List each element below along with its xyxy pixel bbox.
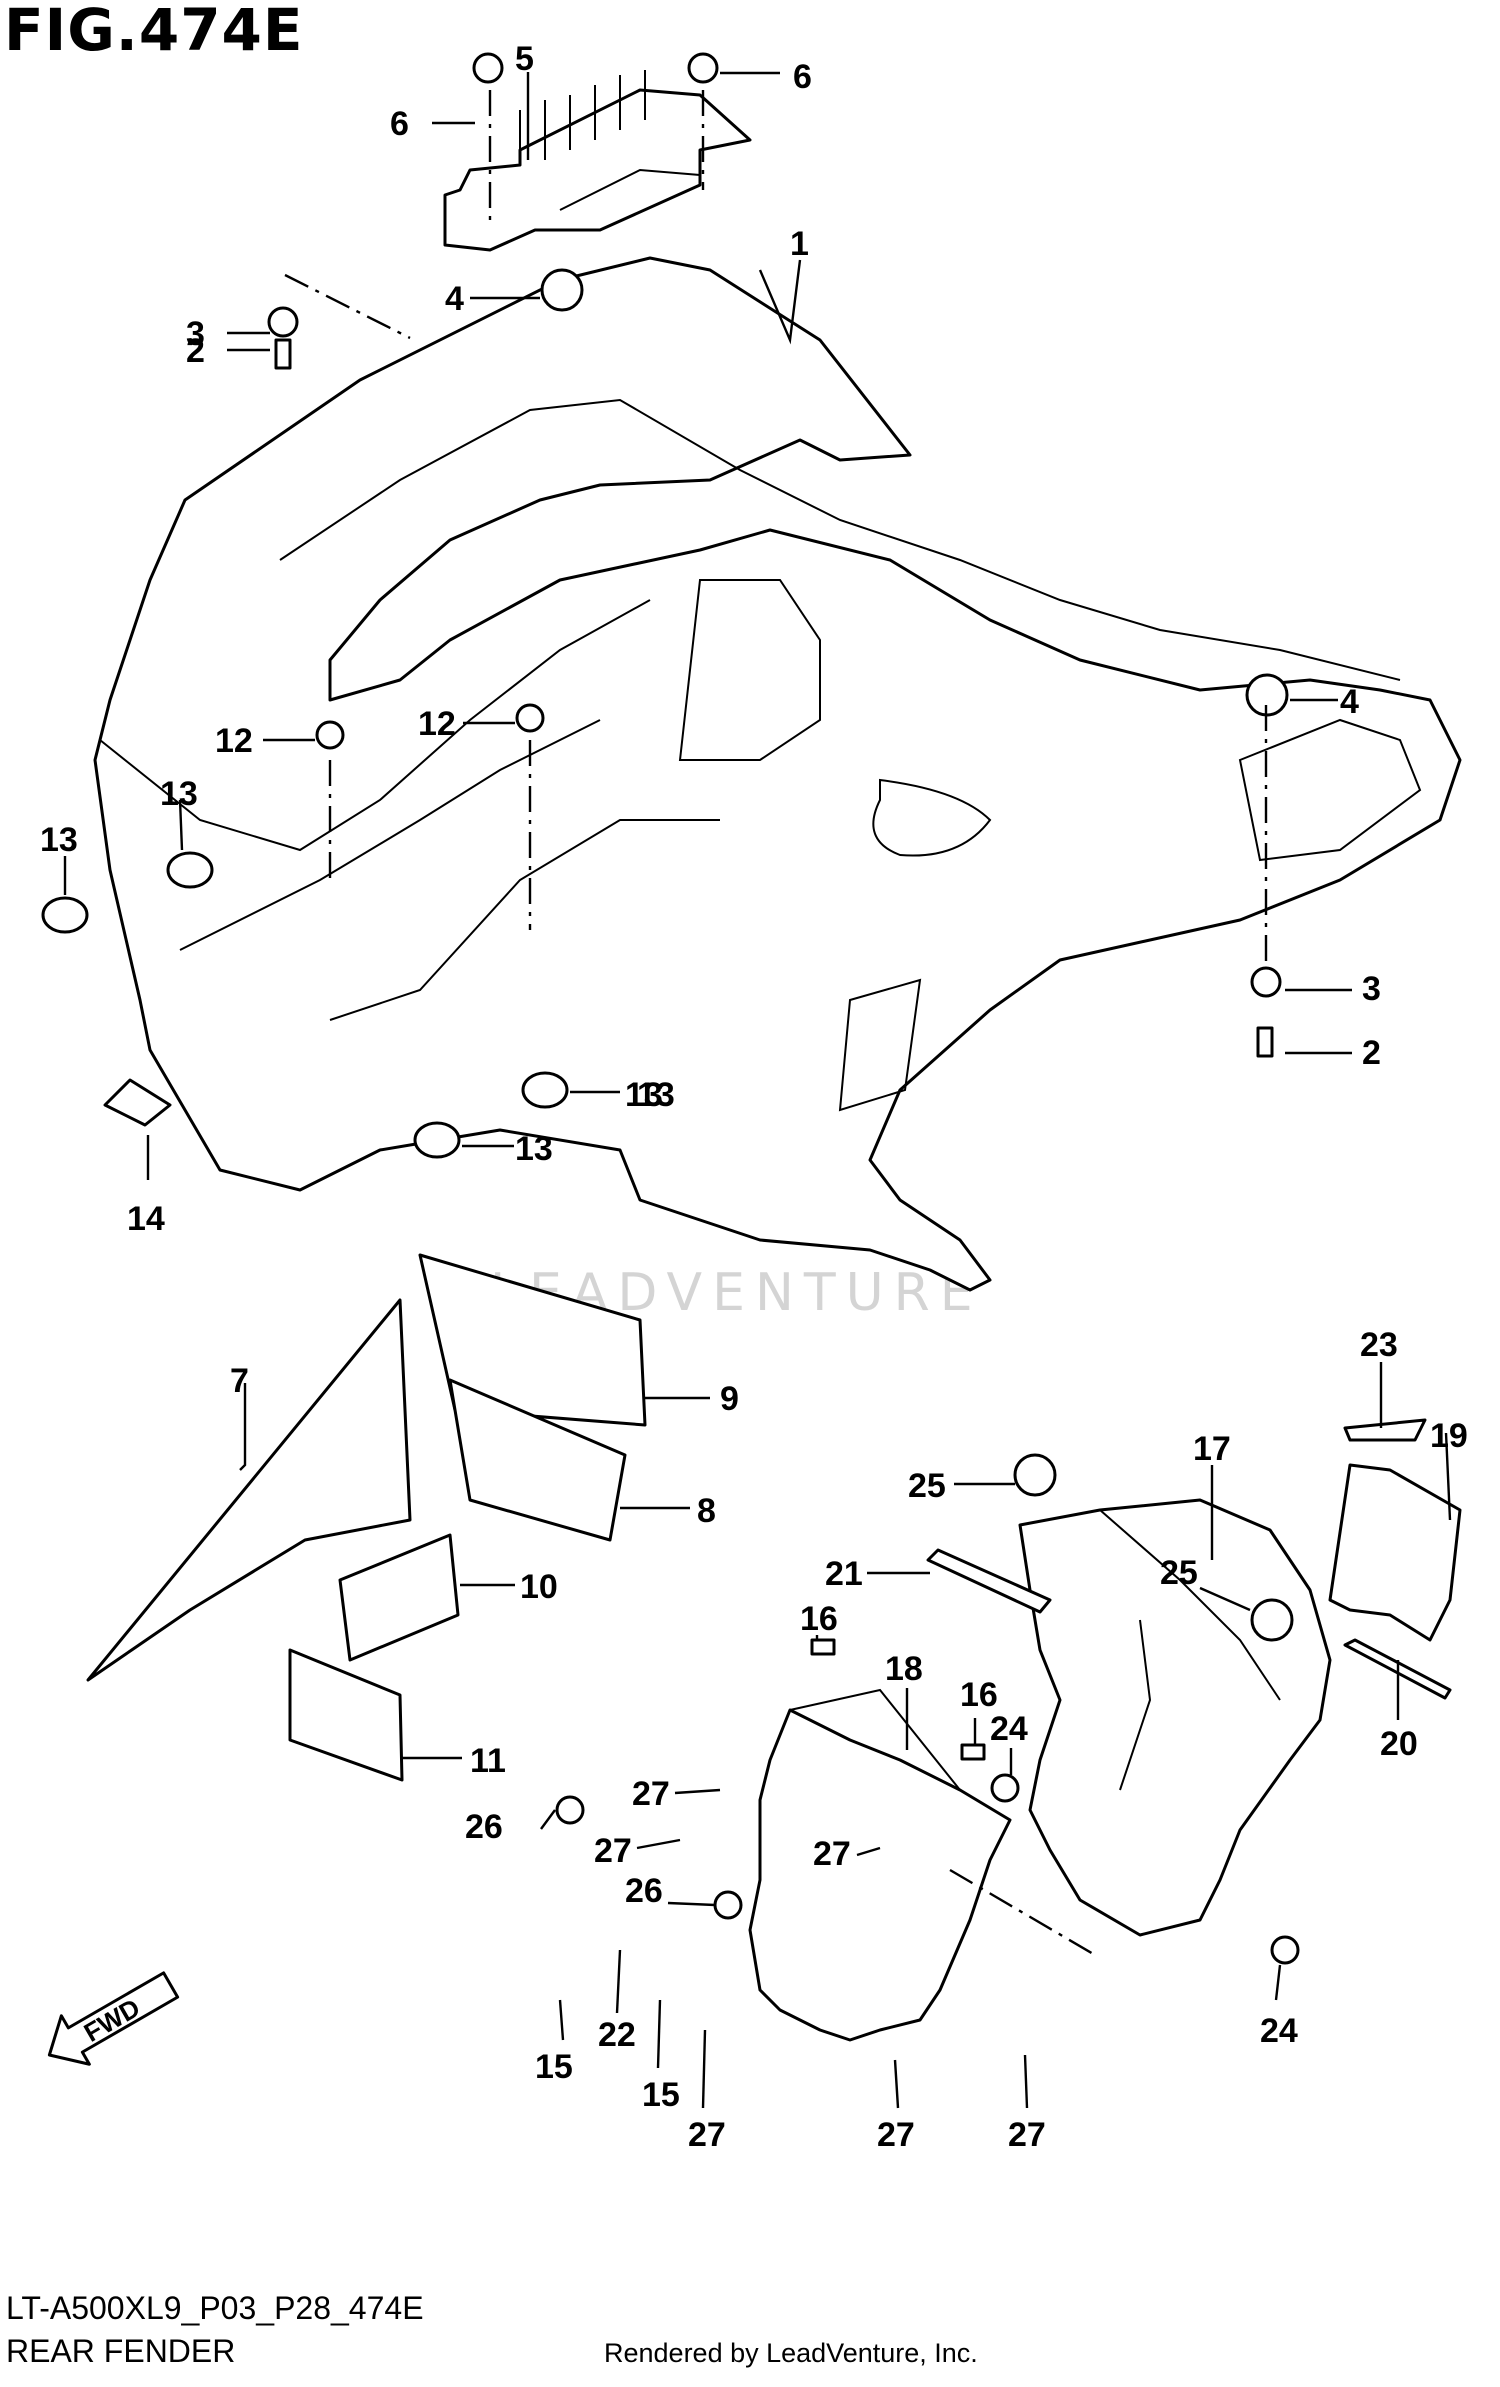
callout-16: 16	[960, 1676, 998, 1714]
callout-12: 12	[418, 705, 456, 743]
callout-21: 21	[825, 1555, 863, 1593]
callout-23: 23	[1360, 1326, 1398, 1364]
callout-24: 24	[1260, 2012, 1298, 2050]
callout-5: 5	[515, 40, 534, 78]
callout-27: 27	[688, 2116, 726, 2154]
callout-14: 14	[127, 1200, 165, 1238]
callout-4: 4	[1340, 683, 1359, 721]
part-5-bracket	[443, 70, 752, 252]
leader-lines	[63, 71, 1452, 2109]
assembly-lines	[284, 90, 1268, 1957]
callout-15: 15	[535, 2048, 573, 2086]
part-7-decal	[86, 1298, 412, 1682]
callout-6: 6	[793, 58, 812, 96]
callout-22: 22	[598, 2016, 636, 2054]
part-23-clip	[1343, 1418, 1427, 1442]
callout-13: 13	[160, 775, 198, 813]
render-credit: Rendered by LeadVenture, Inc.	[604, 2338, 978, 2368]
callout-27: 27	[1008, 2116, 1046, 2154]
callout-1: 1	[790, 225, 809, 263]
callout-24: 24	[990, 1710, 1028, 1748]
callout-8: 8	[697, 1492, 716, 1530]
callout-13: 13	[625, 1076, 663, 1114]
part-11-decal	[288, 1648, 404, 1782]
part-18-mud-flap	[748, 1688, 1012, 2042]
callout-11: 11	[470, 1742, 506, 1780]
callout-19: 19	[1430, 1417, 1468, 1455]
callout-3: 3	[186, 315, 205, 353]
callout-20: 20	[1380, 1725, 1418, 1763]
callout-26: 26	[625, 1872, 663, 1910]
callout-7: 7	[230, 1362, 249, 1400]
callout-15: 15	[642, 2076, 680, 2114]
part-9-decal	[418, 1253, 647, 1427]
callout-6: 6	[390, 105, 409, 143]
callouts: 5 6 6 1 4 3 2 4 12 12 13 13 13 13 3 2 14…	[40, 40, 1468, 2154]
callout-17: 17	[1193, 1430, 1231, 1468]
callout-10: 10	[520, 1568, 558, 1606]
callout-16: 16	[800, 1600, 838, 1638]
part-19-bracket	[1328, 1463, 1462, 1642]
part-8-decal	[448, 1378, 627, 1542]
callout-13: 13	[40, 821, 78, 859]
diagram-code: LT-A500XL9_P03_P28_474E	[6, 2290, 424, 2326]
part-1-rear-fender	[93, 256, 1462, 1292]
callout-27: 27	[813, 1835, 851, 1873]
diagram-name: REAR FENDER	[6, 2333, 236, 2369]
callout-13: 13	[637, 1076, 675, 1114]
callout-13: 13	[515, 1130, 553, 1168]
callout-26: 26	[465, 1808, 503, 1846]
callout-27: 27	[594, 1832, 632, 1870]
callout-3: 3	[1362, 970, 1381, 1008]
fwd-arrow: FWD	[47, 1971, 180, 2066]
figure-title: FIG.474E	[4, 0, 304, 64]
callout-2: 2	[1362, 1034, 1381, 1072]
callout-25: 25	[908, 1467, 946, 1505]
callout-27: 27	[632, 1775, 670, 1813]
callout-27: 27	[877, 2116, 915, 2154]
callout-9: 9	[720, 1380, 739, 1418]
callout-18: 18	[885, 1650, 923, 1688]
callout-12: 12	[215, 722, 253, 760]
fasteners	[41, 52, 1300, 1965]
part-14-label	[103, 1078, 172, 1127]
callout-4: 4	[445, 280, 464, 318]
part-10-decal	[338, 1533, 460, 1662]
part-17-fender-cover	[1018, 1498, 1332, 1937]
part-21-strip	[926, 1548, 1052, 1614]
callout-25: 25	[1160, 1554, 1198, 1592]
callout-2: 2	[186, 332, 205, 370]
